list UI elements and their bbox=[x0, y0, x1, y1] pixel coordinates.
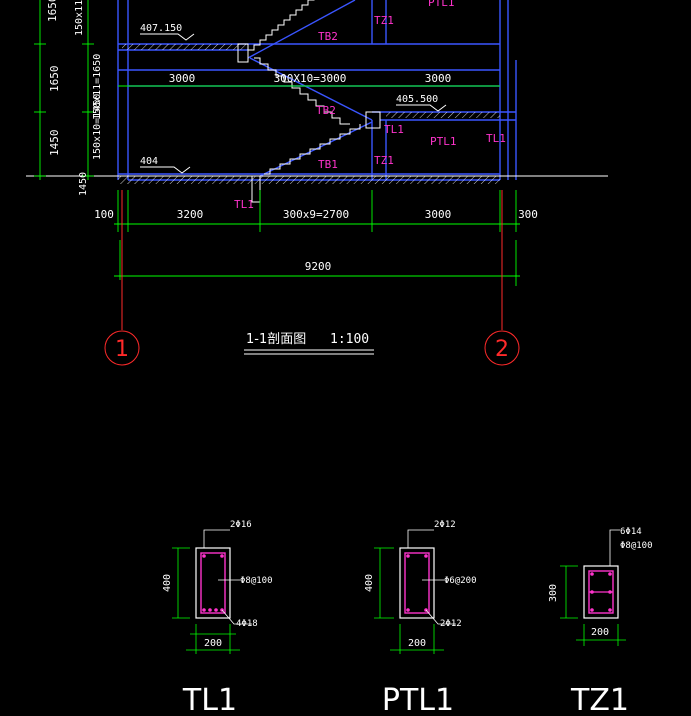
level-mark-6: 150x10=1450 bbox=[92, 94, 103, 160]
ptl1-stirrup: Φ6@200 bbox=[444, 576, 477, 586]
label-tz1-top: TZ1 bbox=[374, 14, 394, 27]
tz1-width: 200 bbox=[591, 627, 609, 638]
beam-sections bbox=[237, 43, 381, 203]
level-mark-2: 1650 bbox=[48, 66, 61, 93]
elevation-2-mark bbox=[396, 104, 447, 112]
label-tz1-bot: TZ1 bbox=[374, 154, 394, 167]
tz1-name: TZ1 bbox=[570, 683, 629, 716]
elevation-2: 405.500 bbox=[396, 94, 438, 105]
level-mark-3: 1450 bbox=[48, 130, 61, 157]
elevation-3-mark bbox=[140, 166, 191, 174]
bottom-dim-5: 300 bbox=[518, 208, 538, 221]
tl1-width: 200 bbox=[204, 638, 222, 649]
tl1-stirrup: Φ8@100 bbox=[240, 576, 273, 586]
label-tb2-mid: TB2 bbox=[316, 104, 336, 117]
ptl1-name: PTL1 bbox=[382, 683, 454, 716]
label-tl1-a: TL1 bbox=[384, 123, 404, 136]
top-dim-1: 3000 bbox=[169, 72, 196, 85]
axis-bubble-2 bbox=[484, 330, 520, 366]
axis-label-2: 2 bbox=[495, 337, 509, 362]
label-ptl1: PTL1 bbox=[430, 135, 457, 148]
tz1-top-bar: 6Φ14 bbox=[620, 527, 642, 537]
section-tl1 bbox=[172, 529, 252, 654]
level-mark-4: 150x11= bbox=[74, 0, 85, 36]
bottom-dim-2: 3200 bbox=[177, 208, 204, 221]
drawing-scale: 1:100 bbox=[330, 332, 369, 347]
drawing-title: 1-1剖面图 bbox=[246, 332, 306, 347]
tl1-bottom-bar: 4Φ18 bbox=[236, 619, 258, 629]
elevation-1-mark bbox=[140, 33, 195, 41]
tz1-stirrup: Φ8@100 bbox=[620, 541, 653, 551]
axis-lines bbox=[104, 190, 520, 366]
stair-steps bbox=[248, 0, 361, 175]
top-dim-2: 300X10=3000 bbox=[274, 72, 347, 85]
top-dim-3: 3000 bbox=[425, 72, 452, 85]
bottom-dim-4: 3000 bbox=[425, 208, 452, 221]
label-tl1-c: TL1 bbox=[234, 198, 254, 211]
label-tl1-b: TL1 bbox=[486, 132, 506, 145]
ptl1-height: 400 bbox=[364, 574, 375, 592]
ptl1-bottom-bar: 2Φ12 bbox=[440, 619, 462, 629]
elevation-3: 404 bbox=[140, 156, 158, 167]
bottom-dim-3: 300x9=2700 bbox=[283, 208, 349, 221]
label-tb2-top: TB2 bbox=[318, 30, 338, 43]
level-mark-5: 150x11=1650 bbox=[92, 54, 103, 120]
level-mark-7: 1450 bbox=[78, 172, 89, 196]
tl1-top-bar: 2Φ16 bbox=[230, 520, 252, 530]
bottom-dim-1: 100 bbox=[94, 208, 114, 221]
ptl1-width: 200 bbox=[408, 638, 426, 649]
ptl1-top-bar: 2Φ12 bbox=[434, 520, 456, 530]
elevation-1: 407.150 bbox=[140, 23, 182, 34]
dimension-lines bbox=[34, 0, 520, 286]
slab-hatching bbox=[118, 44, 500, 184]
label-tb1: TB1 bbox=[318, 158, 338, 171]
level-mark-1: 1650 bbox=[46, 0, 59, 22]
tl1-name: TL1 bbox=[182, 683, 237, 716]
label-ptl1-top: PTL1 bbox=[428, 0, 455, 9]
tl1-height: 400 bbox=[162, 574, 173, 592]
total-dim: 9200 bbox=[305, 260, 332, 273]
section-ptl1 bbox=[374, 529, 456, 654]
axis-label-1: 1 bbox=[115, 337, 129, 362]
tz1-height: 300 bbox=[548, 584, 559, 602]
axis-bubble-1 bbox=[104, 330, 140, 366]
section-tz1 bbox=[560, 529, 626, 646]
